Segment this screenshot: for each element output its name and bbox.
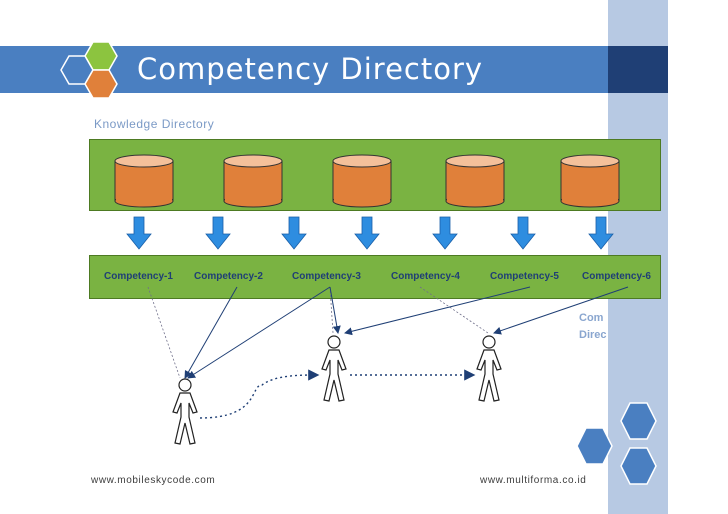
down-arrow-icon	[281, 216, 307, 250]
hexagon-icon	[84, 69, 118, 99]
footer-left-link[interactable]: www.mobileskycode.com	[91, 475, 216, 486]
cylinder-icon	[114, 154, 174, 208]
competency-bar	[89, 255, 661, 299]
side-label: Com Direc	[579, 310, 607, 344]
knowledge-directory-label: Knowledge Directory	[94, 117, 215, 131]
cylinder-icon	[560, 154, 620, 208]
cylinder-icon	[445, 154, 505, 208]
down-arrow-icon	[126, 216, 152, 250]
hexagon-icon	[620, 402, 657, 440]
competency-label: Competency-1	[104, 271, 173, 282]
cylinder-icon	[332, 154, 392, 208]
competency-label: Competency-4	[391, 271, 460, 282]
competency-label: Competency-2	[194, 271, 263, 282]
stick-figure-icon	[476, 335, 502, 402]
competency-label: Competency-6	[582, 271, 651, 282]
down-arrow-icon	[588, 216, 614, 250]
footer-right-link[interactable]: www.multiforma.co.id	[480, 475, 587, 486]
down-arrow-icon	[432, 216, 458, 250]
side-label-line: Com	[579, 312, 604, 324]
hexagon-icon	[576, 427, 613, 465]
down-arrow-icon	[205, 216, 231, 250]
stick-figure-icon	[172, 378, 198, 445]
page-title: Competency Directory	[137, 52, 484, 86]
competency-label: Competency-5	[490, 271, 559, 282]
competency-label: Competency-3	[292, 271, 361, 282]
hexagon-icon	[620, 447, 657, 485]
right-panel-accent	[608, 46, 668, 93]
stick-figure-icon	[321, 335, 347, 402]
cylinder-icon	[223, 154, 283, 208]
side-label-line: Direc	[579, 329, 607, 341]
down-arrow-icon	[510, 216, 536, 250]
down-arrow-icon	[354, 216, 380, 250]
